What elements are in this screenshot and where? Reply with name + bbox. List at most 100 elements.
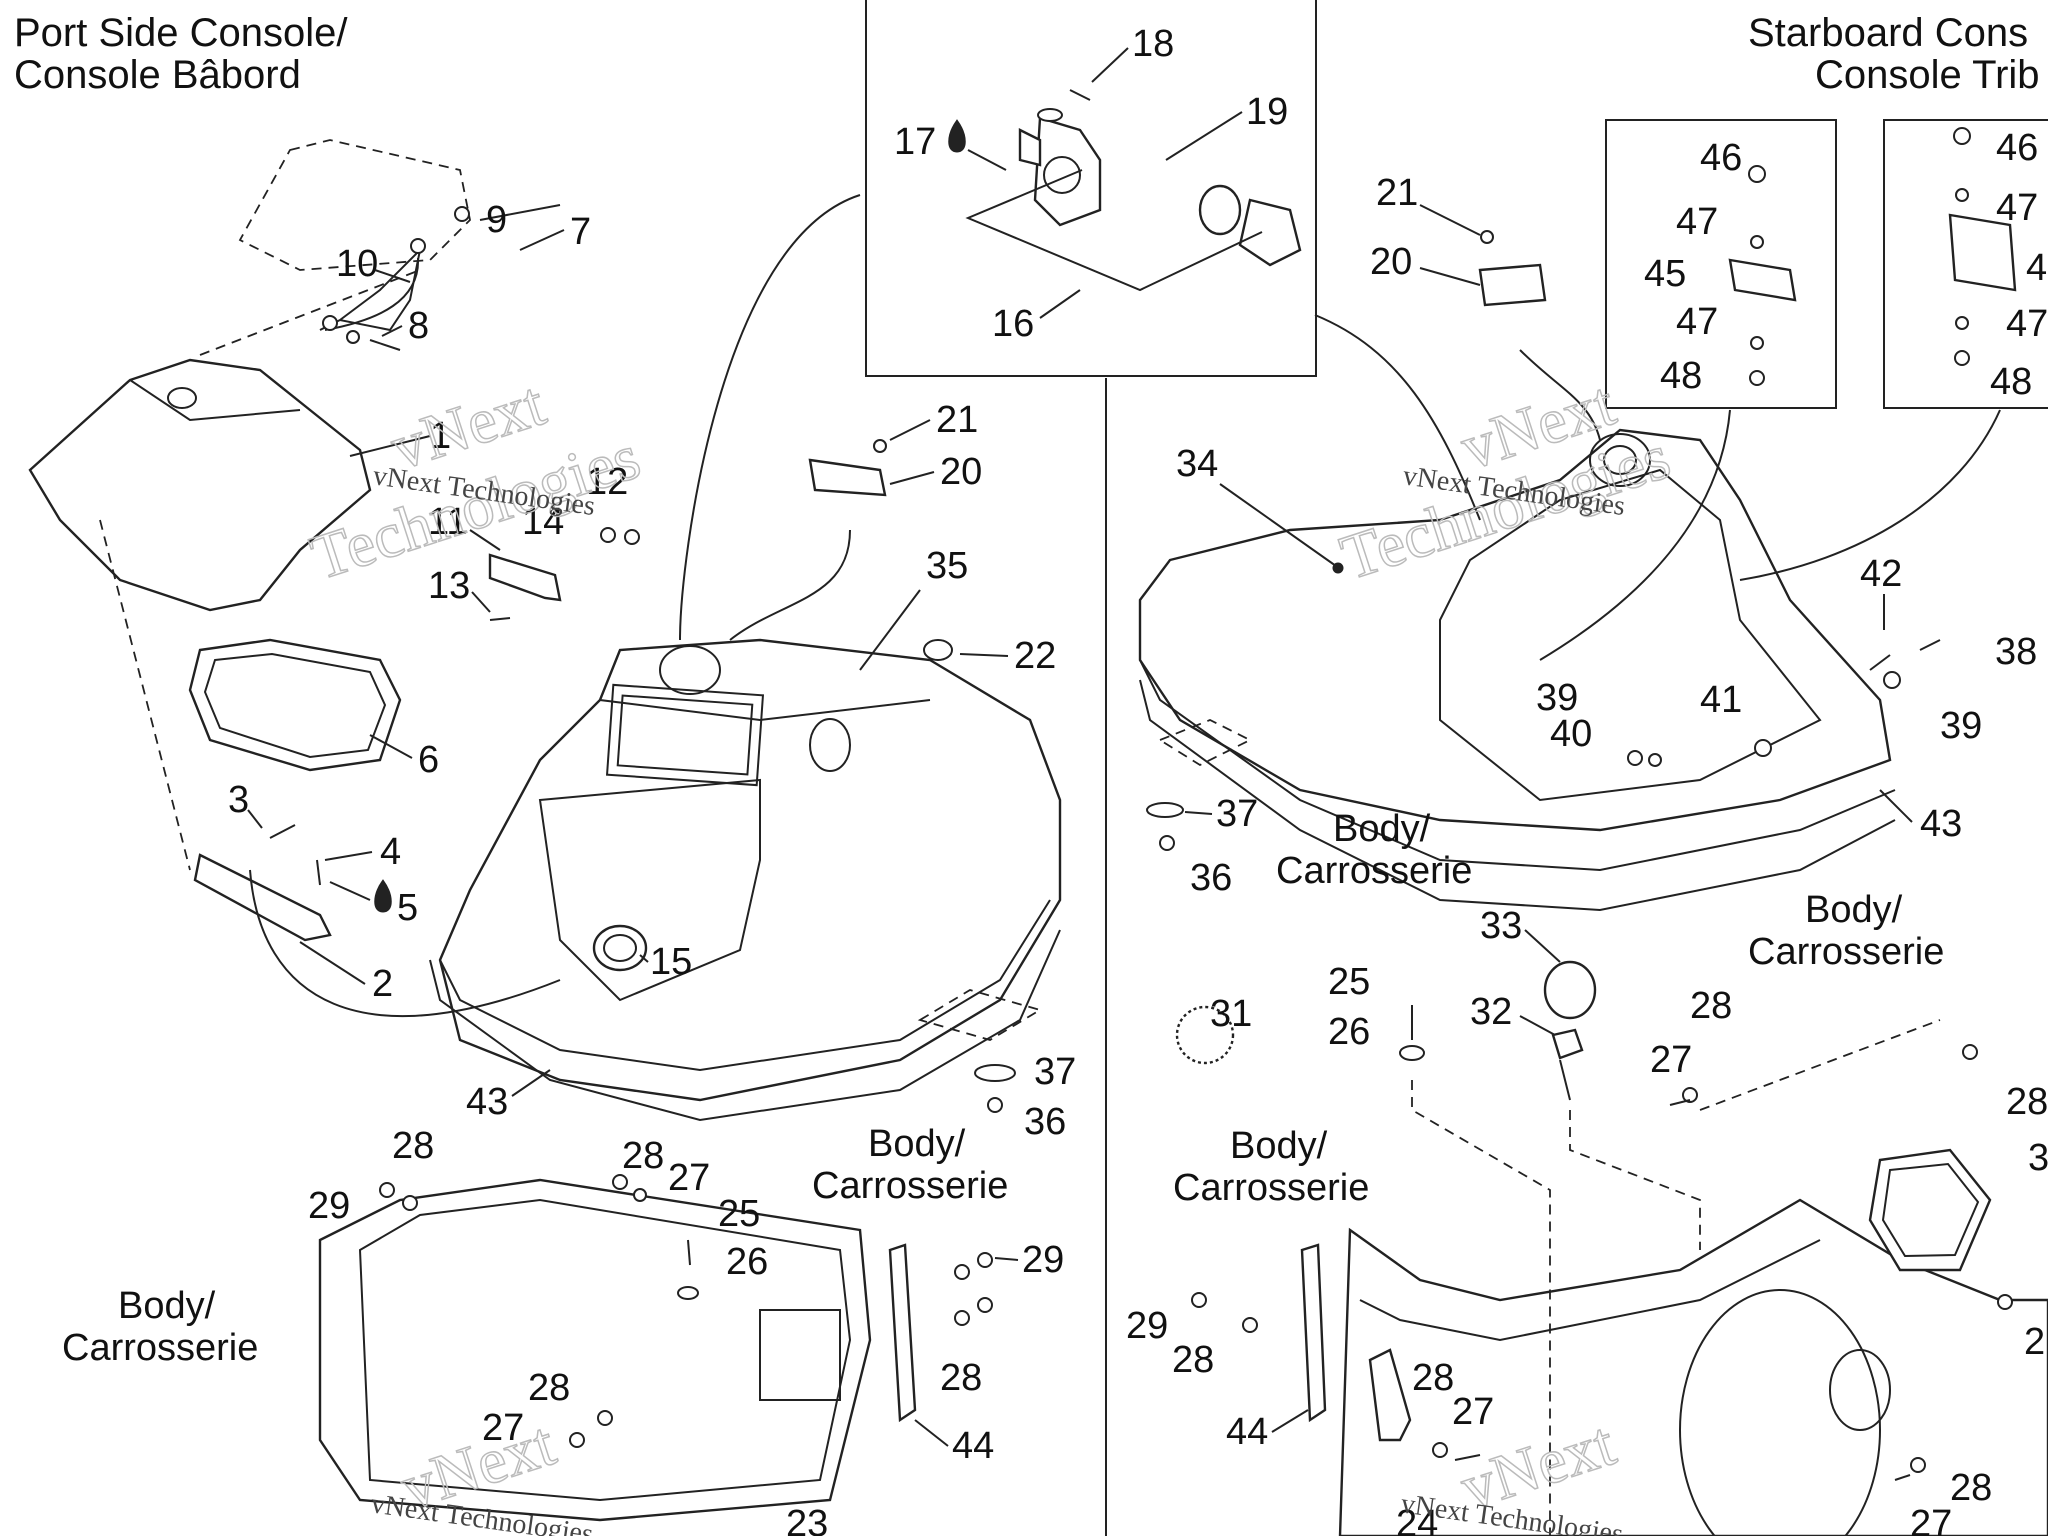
port-header-line1: Port Side Console/ [14,11,348,55]
callout-20: 20 [940,451,982,493]
callout-28f: 28 [2006,1081,2048,1123]
callout-22: 22 [1014,635,1056,677]
callout-28b: 28 [392,1125,434,1167]
callout-28d: 28 [528,1367,570,1409]
callout-47b: 47 [1676,301,1718,343]
callout-23: 23 [786,1503,828,1536]
starboard-foam-strip [1300,1243,1327,1423]
leader-curve-bracket-1 [1539,409,1731,661]
leader-curve-20 [729,529,851,641]
port-side-header: Port Side Console/ Console Bâbord [14,11,348,97]
dash-cover-cable [199,269,421,356]
dash-cover-bracket [99,519,191,871]
callout-39a: 39 [1536,677,1578,719]
callout-27c: 27 [1650,1039,1692,1081]
callout-38: 38 [1995,631,2037,673]
body-label-right-upper-line1: Body/ [1333,808,1431,850]
body-label-center: Body/ Carrosserie [812,1123,1008,1207]
body-label-right-far-line2: Carrosserie [1748,931,1944,973]
leader-curve-bracket-2 [1739,409,2001,581]
body-label-left-lower-line1: Body/ [118,1285,216,1327]
callout-2-cut: 2 [2024,1321,2045,1363]
callout-8: 8 [408,305,429,347]
ground-cable-wire [324,257,420,331]
starboard-storage-box [1338,1148,2048,1536]
dash-outline-top [238,139,471,271]
small-bracket [488,553,562,602]
callout-1: 1 [430,415,451,457]
port-bracket [193,853,332,942]
callout-29a: 29 [308,1185,350,1227]
callout-47a: 47 [1676,201,1718,243]
callout-11: 11 [428,501,467,543]
callout-26b: 26 [1328,1011,1370,1053]
body-label-right-lower-line2: Carrosserie [1173,1167,1369,1209]
callout-44a: 44 [952,1425,994,1467]
grommet-ring [1175,1005,1235,1065]
callout-43a: 43 [466,1081,508,1123]
starboard-header-line1: Starboard Cons [1748,11,2028,55]
fuel-cap-detail [965,89,1302,292]
ground-cable [319,246,422,332]
body-label-right-far: Body/ Carrosserie [1748,889,1944,973]
callout-28g: 28 [1950,1467,1992,1509]
callout-47d: 47 [2006,303,2048,345]
callout-37a: 37 [1034,1051,1076,1093]
callout-14: 14 [522,501,564,543]
callout-28a: 28 [622,1135,664,1177]
leader-curve-inset [679,194,861,641]
callout-29c: 29 [1126,1305,1168,1347]
callout-25b: 25 [1328,961,1370,1003]
callout-27e: 27 [1452,1391,1494,1433]
callout-24: 24 [1396,1503,1438,1536]
callout-28e: 28 [1690,985,1732,1027]
port-console-cover [28,358,372,612]
callout-33: 33 [1480,905,1522,947]
callout-34: 34 [1176,443,1218,485]
body-label-center-line2: Carrosserie [812,1165,1008,1207]
callout-5: 5 [397,887,418,929]
port-fasteners [269,204,1043,1448]
callout-4-cut: 4 [2026,247,2047,289]
leader-curve-2 [249,869,561,1018]
callout-31: 31 [1210,993,1252,1035]
callout-42: 42 [1860,553,1902,595]
callout-21b: 21 [1376,172,1418,214]
body-label-right-lower: Body/ Carrosserie [1173,1125,1369,1209]
port-console-body [429,638,1062,1122]
callout-3: 3 [228,779,249,821]
callout-45: 45 [1644,253,1686,295]
port-storage-box [318,1178,872,1522]
callout-27a: 27 [668,1157,710,1199]
starboard-console-body [1138,428,1896,912]
callout-37b: 37 [1216,793,1258,835]
body-label-right-upper-line2: Carrosserie [1276,850,1472,892]
callout-32: 32 [1470,991,1512,1033]
callout-36a: 36 [1024,1101,1066,1143]
callout-28i: 28 [1412,1357,1454,1399]
callout-25: 25 [718,1193,760,1235]
bracket-insets-parts [1728,127,2017,386]
callout-27d: 27 [1910,1503,1952,1536]
latch-20-left [808,458,887,497]
callout-47c: 47 [1996,187,2038,229]
callout-28h: 28 [1172,1339,1214,1381]
cable-tie [1543,960,1597,1020]
callout-12: 12 [586,461,628,503]
port-foam-strip [888,1243,917,1423]
dash-right-32 [1569,1110,1701,1250]
starboard-header-line2: Console Trib [1815,53,2040,97]
callout-7: 7 [570,211,591,253]
callout-19: 19 [1246,91,1288,133]
callout-46a: 46 [1700,137,1742,179]
oil-drop-icon-17 [948,119,966,153]
starboard-fasteners [1146,230,2013,1481]
part-callouts: 1 2 3 4 5 6 7 8 9 10 11 12 13 14 15 16 1… [228,23,2048,1536]
callout-10: 10 [336,243,378,285]
callout-20b: 20 [1370,241,1412,283]
callout-15: 15 [650,941,692,983]
callout-16: 16 [992,303,1034,345]
callout-27b: 27 [482,1407,524,1449]
callout-6: 6 [418,739,439,781]
